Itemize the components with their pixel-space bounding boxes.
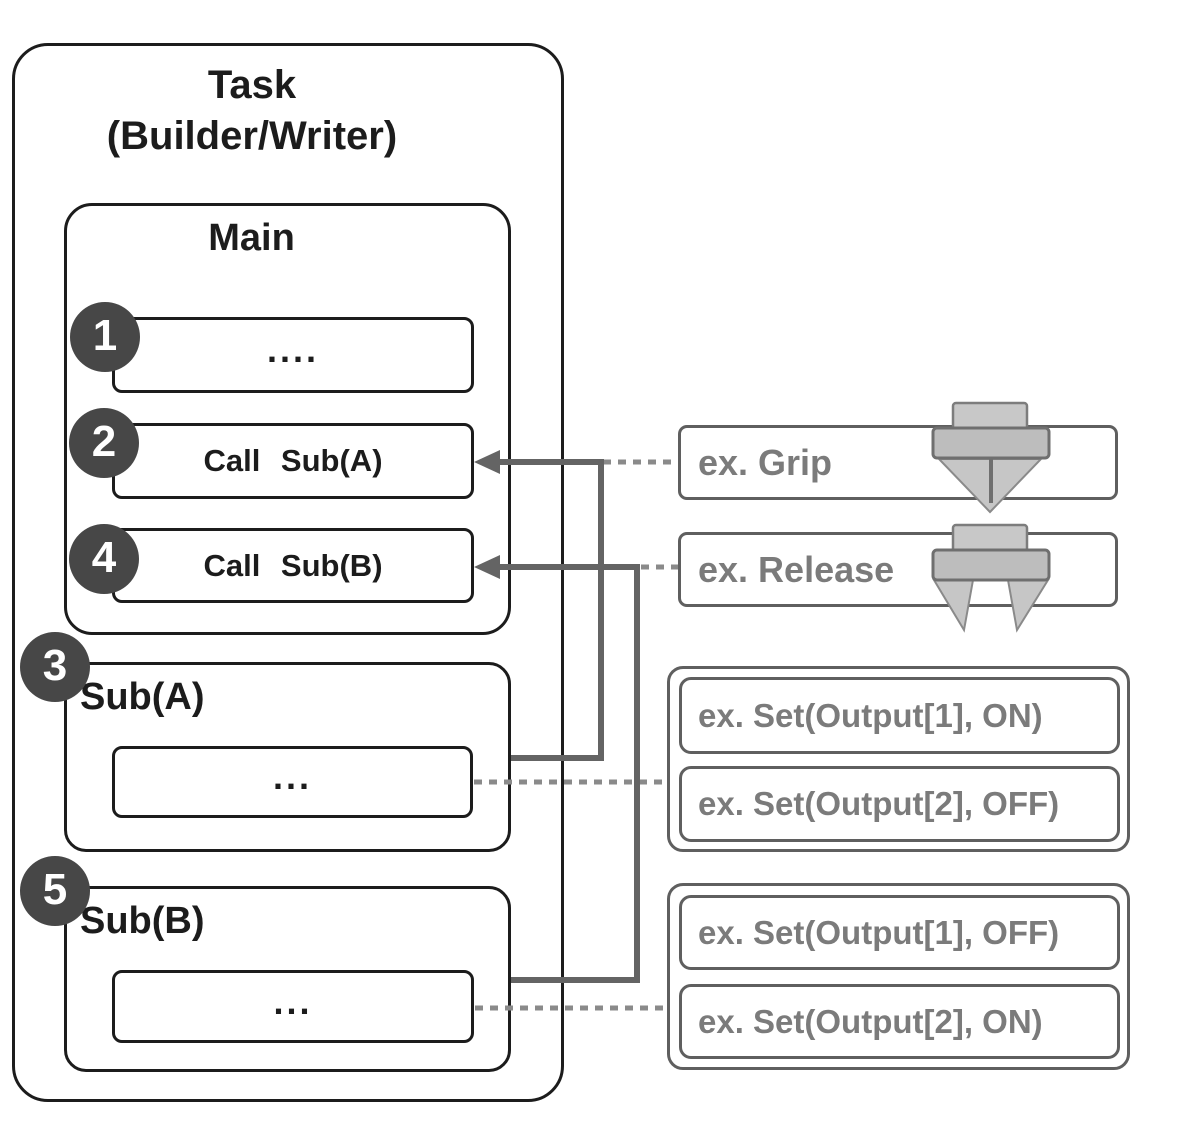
task-title: Task (Builder/Writer) <box>12 60 492 162</box>
example-grip-box: ex. Grip <box>678 425 1118 500</box>
output-b-item-1-label: ex. Set(Output[1], OFF) <box>698 913 1060 951</box>
example-release-label: ex. Release <box>698 548 895 590</box>
step-number-4: 4 <box>69 524 139 594</box>
main-title: Main <box>208 217 295 259</box>
sub-b-body-box: ... <box>112 970 474 1043</box>
example-release-box: ex. Release <box>678 532 1118 607</box>
task-title-line2: (Builder/Writer) <box>106 114 398 158</box>
step-box-dots: .... <box>112 317 474 393</box>
step-box-call-sub-b: Call Sub(B) <box>112 528 474 603</box>
step-number-3: 3 <box>20 632 90 702</box>
output-b-item-2-label: ex. Set(Output[2], ON) <box>698 1002 1043 1040</box>
sub-a-body-box: ... <box>112 746 473 818</box>
sub-a-title: Sub(A) <box>80 676 205 718</box>
step-number-5: 5 <box>20 856 90 926</box>
step-number-2: 2 <box>69 408 139 478</box>
step-number-1: 1 <box>70 302 140 372</box>
output-b-item-1: ex. Set(Output[1], OFF) <box>679 895 1120 970</box>
step-box-call-sub-a: Call Sub(A) <box>112 423 474 499</box>
output-a-item-1: ex. Set(Output[1], ON) <box>679 677 1120 754</box>
output-a-item-2-label: ex. Set(Output[2], OFF) <box>698 785 1060 822</box>
output-a-item-1-label: ex. Set(Output[1], ON) <box>698 696 1043 734</box>
output-b-item-2: ex. Set(Output[2], ON) <box>679 984 1120 1059</box>
sub-b-title: Sub(B) <box>80 900 205 942</box>
task-title-line1: Task <box>207 63 297 107</box>
example-grip-label: ex. Grip <box>698 441 833 483</box>
output-a-item-2: ex. Set(Output[2], OFF) <box>679 766 1120 842</box>
